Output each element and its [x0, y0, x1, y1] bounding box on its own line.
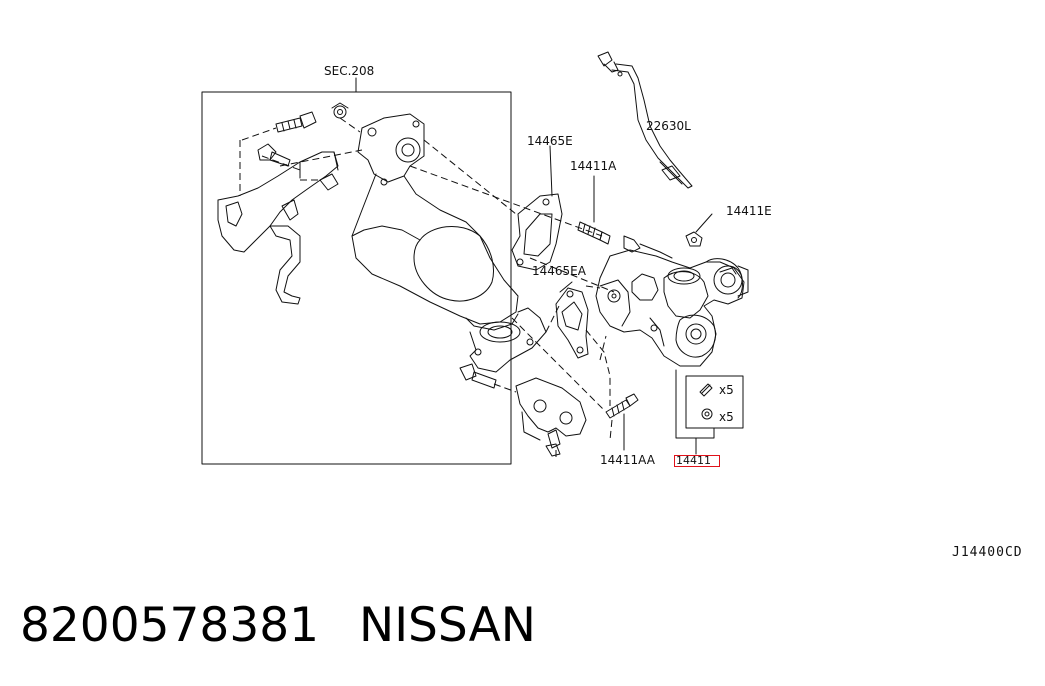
label-22630L[interactable]: 22630L	[646, 119, 691, 133]
bolt-part	[275, 111, 317, 133]
label-14411E[interactable]: 14411E	[726, 204, 772, 218]
catalytic-converter-part	[351, 113, 547, 373]
gasket-14465EA	[555, 281, 589, 359]
label-sec-208: SEC.208	[324, 64, 375, 78]
brand-name: NISSAN	[359, 598, 536, 653]
label-14411A[interactable]: 14411A	[570, 159, 617, 173]
label-quantity-x5-studs: x5	[719, 383, 734, 397]
part-caption: 8200578381 NISSAN	[20, 598, 536, 654]
turbocharger-part	[595, 235, 749, 367]
highlighted-part-box[interactable]	[674, 455, 720, 467]
part-group-bracket	[675, 369, 715, 455]
gasket-14465E	[511, 145, 563, 271]
nut-hardware-icon	[701, 408, 713, 420]
leader-lines	[239, 117, 615, 460]
bolt-part	[257, 143, 291, 167]
lower-bracket-part	[515, 377, 587, 441]
stud-hardware-icon	[699, 383, 713, 397]
bolt-part	[319, 173, 339, 191]
diagram-code: J14400CD	[952, 545, 1023, 560]
section-frame	[201, 91, 512, 465]
sensor-22630L	[597, 51, 693, 189]
label-14411AA[interactable]: 14411AA	[600, 453, 655, 467]
bracket-part	[217, 151, 339, 305]
label-14411[interactable]: 14411	[676, 454, 711, 467]
stud-14411A	[577, 175, 611, 245]
stud-14411AA	[605, 393, 639, 451]
hardware-inset-box	[685, 375, 744, 429]
label-14465EA[interactable]: 14465EA	[532, 264, 586, 278]
nut-part	[331, 102, 349, 119]
bolt-part	[545, 429, 561, 457]
label-14465E[interactable]: 14465E	[527, 134, 573, 148]
label-quantity-x5-nuts: x5	[719, 410, 734, 424]
bolt-part	[459, 363, 497, 389]
part-number: 8200578381	[20, 598, 320, 653]
nut-14411E	[685, 213, 713, 247]
